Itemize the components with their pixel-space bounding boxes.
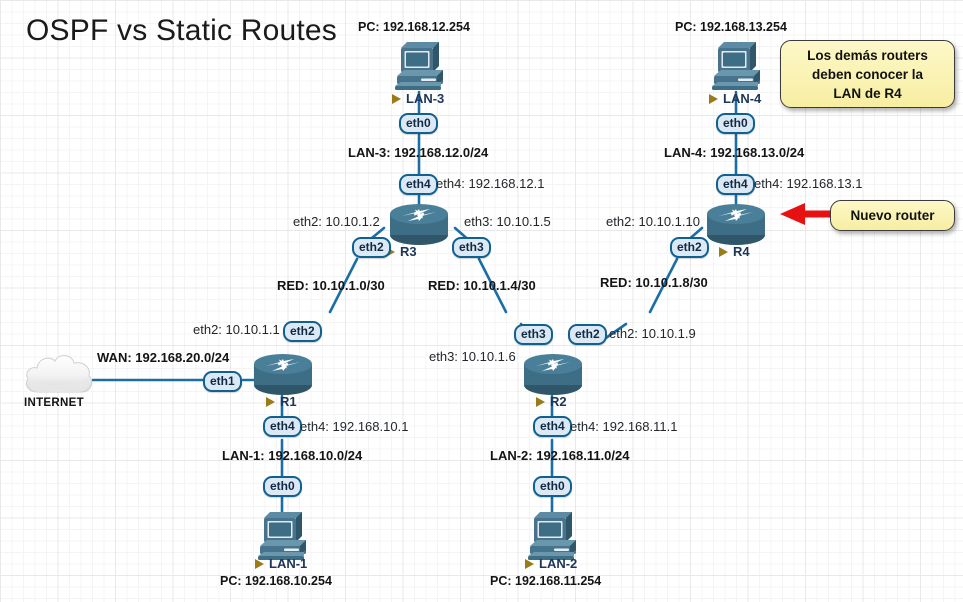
address-r4-eth2: eth2: 10.10.1.10 [606, 214, 700, 229]
pc-icon[interactable] [524, 506, 580, 562]
interface-badge-r2-eth2[interactable]: eth2 [568, 324, 607, 345]
interface-badge-lan1-eth0[interactable]: eth0 [263, 476, 302, 497]
interface-badge-r1-eth2[interactable]: eth2 [283, 321, 322, 342]
address-r2-eth2: eth2: 10.10.1.9 [609, 326, 696, 341]
interface-badge-r1-eth1[interactable]: eth1 [203, 371, 242, 392]
node-label-lan2: LAN-2 [525, 556, 577, 571]
pc-icon[interactable] [254, 506, 310, 562]
address-r3-eth2: eth2: 10.10.1.2 [293, 214, 380, 229]
router-icon[interactable] [705, 202, 767, 247]
callout-note-r4-lan[interactable]: Los demás routers deben conocer la LAN d… [780, 40, 955, 108]
network-label-lan3: LAN-3: 192.168.12.0/24 [348, 145, 489, 160]
router-icon[interactable] [522, 352, 584, 397]
interface-badge-r1-eth4[interactable]: eth4 [263, 416, 302, 437]
triangle-marker-icon [525, 558, 534, 569]
node-label-lan3: LAN-3 [392, 91, 444, 106]
interface-badge-r4-eth2[interactable]: eth2 [670, 237, 709, 258]
router-icon[interactable] [388, 202, 450, 247]
interface-badge-r2-eth4[interactable]: eth4 [533, 416, 572, 437]
router-icon[interactable] [252, 352, 314, 397]
cloud-icon[interactable] [22, 352, 96, 396]
red-arrow-icon [780, 203, 836, 225]
interface-badge-r2-eth3[interactable]: eth3 [514, 324, 553, 345]
interface-badge-lan3-eth0[interactable]: eth0 [399, 113, 438, 134]
network-label-lan1: LAN-1: 192.168.10.0/24 [222, 448, 363, 463]
triangle-marker-icon [392, 93, 401, 104]
node-label-lan4: LAN-4 [709, 91, 761, 106]
node-label-lan1: LAN-1 [255, 556, 307, 571]
interface-badge-r3-eth2[interactable]: eth2 [352, 237, 391, 258]
triangle-marker-icon [266, 396, 275, 407]
interface-badge-lan4-eth0[interactable]: eth0 [716, 113, 755, 134]
lan4-pc-address: PC: 192.168.13.254 [675, 20, 787, 34]
address-r2-eth3: eth3: 10.10.1.6 [429, 349, 516, 364]
lan1-pc-address: PC: 192.168.10.254 [220, 574, 332, 588]
triangle-marker-icon [709, 93, 718, 104]
page-title: OSPF vs Static Routes [26, 14, 337, 47]
pc-icon[interactable] [708, 36, 764, 92]
address-r3-eth4: eth4: 192.168.12.1 [436, 176, 545, 191]
network-label-wan: WAN: 192.168.20.0/24 [97, 350, 230, 365]
interface-badge-r4-eth4[interactable]: eth4 [716, 174, 755, 195]
network-label-red1: RED: 10.10.1.0/30 [277, 278, 385, 293]
node-label-r2: R2 [536, 394, 567, 409]
node-label-internet: INTERNET [24, 397, 84, 409]
interface-badge-r3-eth3[interactable]: eth3 [452, 237, 491, 258]
triangle-marker-icon [536, 396, 545, 407]
address-r1-eth4: eth4: 192.168.10.1 [300, 419, 409, 434]
triangle-marker-icon [719, 246, 728, 257]
lan3-pc-address: PC: 192.168.12.254 [358, 20, 470, 34]
address-r1-eth2: eth2: 10.10.1.1 [193, 322, 280, 337]
address-r2-eth4: eth4: 192.168.11.1 [570, 419, 678, 434]
callout-text: Los demás routers deben conocer la LAN d… [807, 47, 928, 101]
network-label-red3: RED: 10.10.1.8/30 [600, 275, 708, 290]
node-label-r4: R4 [719, 244, 750, 259]
network-label-red2: RED: 10.10.1.4/30 [428, 278, 536, 293]
network-label-lan4: LAN-4: 192.168.13.0/24 [664, 145, 805, 160]
interface-badge-r3-eth4[interactable]: eth4 [399, 174, 438, 195]
network-label-lan2: LAN-2: 192.168.11.0/24 [490, 448, 630, 463]
node-label-r1: R1 [266, 394, 297, 409]
pc-icon[interactable] [391, 36, 447, 92]
triangle-marker-icon [255, 558, 264, 569]
callout-note-new-router[interactable]: Nuevo router [830, 200, 955, 231]
callout-text: Nuevo router [850, 208, 935, 223]
address-r4-eth4: eth4: 192.168.13.1 [754, 176, 863, 191]
lan2-pc-address: PC: 192.168.11.254 [490, 574, 602, 588]
interface-badge-lan2-eth0[interactable]: eth0 [533, 476, 572, 497]
address-r3-eth3: eth3: 10.10.1.5 [464, 214, 551, 229]
